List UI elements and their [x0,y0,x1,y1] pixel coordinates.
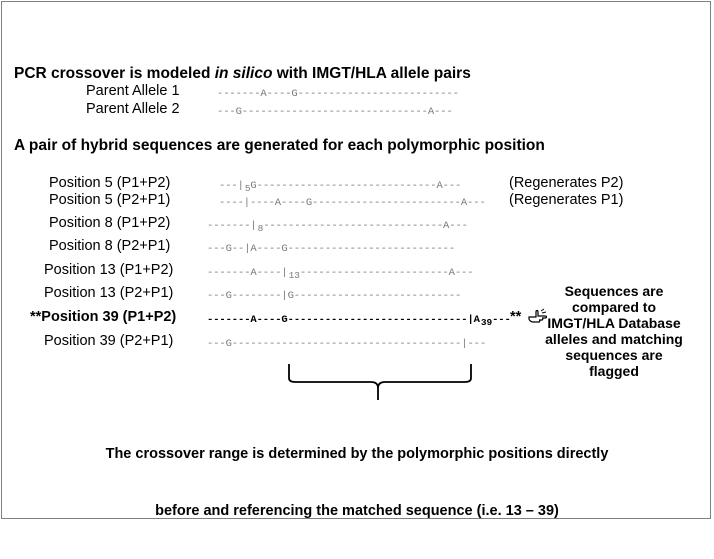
position-label: Position 13 (P2+P1) [44,285,174,301]
regenerates-note: (Regenerates P2) [509,175,624,191]
position-sequence: ---|5G-----------------------------A--- [219,180,462,194]
position-label: Position 5 (P1+P2) [49,175,171,191]
heading1-italic: in silico [214,65,273,82]
position-sequence: -------|8-----------------------------A-… [207,220,468,234]
crossover-position-marker: 5 [244,183,251,194]
position-sequence: ---G------------------------------------… [207,338,487,350]
parent-allele-2-label: Parent Allele 2 [86,101,180,117]
position-label: Position 8 (P2+P1) [49,238,171,254]
position-label: Position 5 (P2+P1) [49,192,171,208]
side-note-line: Sequences are [564,283,664,299]
position-label-matched: **Position 39 (P1+P2) [30,309,177,325]
side-note-line: compared to [571,299,656,315]
pointing-hand-icon [528,308,548,323]
side-note-line: alleles and matching [545,331,683,347]
crossover-position-marker: 39 [480,317,493,328]
range-brace [288,364,472,400]
position-label: Position 39 (P2+P1) [44,333,174,349]
position-sequence: ---G--------|G--------------------------… [207,290,462,302]
parent-allele-1-sequence: -------A----G-------------------------- [217,88,459,100]
side-note-line: sequences are [565,347,663,363]
heading-crossover-model: PCR crossover is modeled in silico with … [14,65,471,83]
regenerates-note: (Regenerates P1) [509,192,624,208]
parent-allele-2-sequence: ---G------------------------------A--- [217,106,453,118]
conclusion-line: before and referencing the matched seque… [155,503,559,519]
conclusion: The crossover range is determined by the… [2,407,712,559]
match-marker: ** [510,309,522,325]
position-label: Position 13 (P1+P2) [44,262,174,278]
position-sequence-matched: -------A----G---------------------------… [207,314,511,328]
heading-hybrid-sequences: A pair of hybrid sequences are generated… [14,137,545,154]
side-note: Sequences are compared to IMGT/HLA Datab… [544,283,684,379]
crossover-position-marker: 13 [288,270,300,281]
crossover-position-marker: 8 [257,223,264,234]
conclusion-line: The crossover range is determined by the… [105,446,609,462]
parent-allele-1-label: Parent Allele 1 [86,83,180,99]
diagram-frame: PCR crossover is modeled in silico with … [1,1,711,519]
side-note-line: flagged [589,363,639,379]
position-label: Position 8 (P1+P2) [49,215,171,231]
side-note-line: IMGT/HLA Database [547,315,681,331]
heading1-suffix: with IMGT/HLA allele pairs [272,65,471,82]
position-sequence: ----|----A----G------------------------A… [219,197,486,209]
position-sequence: -------A----|13------------------------A… [207,267,474,281]
position-sequence: ---G--|A----G--------------------------- [207,243,456,255]
heading1-prefix: PCR crossover is modeled [14,65,215,82]
